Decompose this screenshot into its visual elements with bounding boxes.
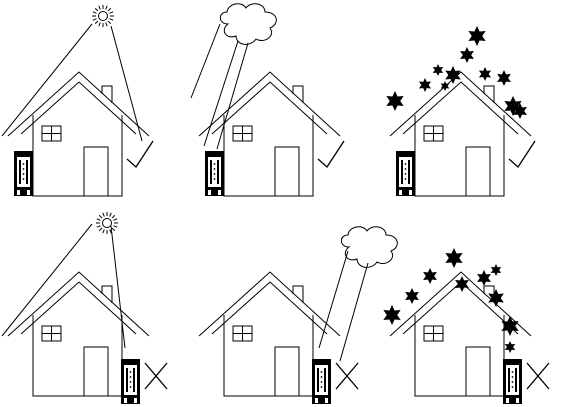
snowflake-icon <box>405 288 419 304</box>
snowflake-icon <box>383 305 400 325</box>
window <box>42 326 61 341</box>
window <box>233 126 252 141</box>
door <box>466 347 490 396</box>
snowflake-icon <box>479 67 491 81</box>
snowflake-icon <box>455 276 469 292</box>
snowflake-icon <box>468 26 485 46</box>
panel-snow-ok <box>386 26 535 196</box>
check-mark-icon <box>318 141 344 167</box>
window <box>42 126 61 141</box>
window <box>424 326 443 341</box>
snowflake-icon <box>477 270 491 286</box>
panel-sun-bad <box>2 212 167 404</box>
door <box>275 347 299 396</box>
panel-sun-ok <box>2 5 153 196</box>
sun-icon <box>92 5 114 27</box>
snowflake-icon <box>445 248 462 268</box>
door <box>84 347 108 396</box>
rain-cloud-icon <box>220 4 276 45</box>
outdoor-unit <box>503 359 522 404</box>
door <box>466 147 490 196</box>
snowflake-icon <box>386 91 403 111</box>
snow <box>386 26 527 119</box>
snowflake-icon <box>423 268 437 284</box>
snowflake-icon <box>433 64 443 76</box>
cross-mark-icon <box>527 363 549 389</box>
rain-cloud-icon <box>341 227 397 268</box>
outdoor-unit <box>312 359 331 404</box>
snowflake-icon <box>445 66 461 84</box>
snowflake-icon <box>497 70 511 86</box>
panel-rain-ok <box>191 4 344 196</box>
check-mark-icon <box>127 141 153 167</box>
snowflake-icon <box>419 78 431 92</box>
check-mark-icon <box>509 141 535 167</box>
snowflake-icon <box>491 264 501 276</box>
outdoor-unit <box>121 359 140 404</box>
door <box>84 147 108 196</box>
panel-rain-bad <box>199 227 397 404</box>
window <box>233 326 252 341</box>
cross-mark-icon <box>145 363 167 389</box>
cross-mark-icon <box>336 363 358 389</box>
snowflake-icon <box>460 47 474 63</box>
sun-icon <box>96 212 118 234</box>
outdoor-unit <box>14 151 33 196</box>
window <box>424 126 443 141</box>
snow <box>383 248 518 353</box>
outdoor-unit <box>205 151 224 196</box>
snowflake-icon <box>505 341 515 353</box>
outdoor-unit <box>396 151 415 196</box>
panel-snow-bad <box>383 248 549 404</box>
door <box>275 147 299 196</box>
